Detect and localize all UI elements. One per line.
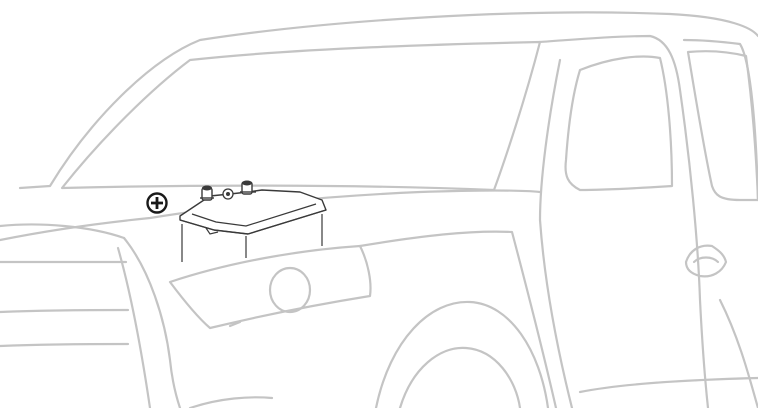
grille-line-3 <box>0 344 128 346</box>
door-front-edge <box>540 60 572 408</box>
windshield-frame <box>62 42 540 190</box>
fender-arch-inner <box>400 348 520 408</box>
side-window <box>566 57 672 191</box>
rocker-line <box>580 378 758 392</box>
a-pillar <box>540 36 708 408</box>
battery <box>180 181 326 263</box>
truck-outline <box>0 12 758 408</box>
vent-caps <box>223 189 233 199</box>
bumper-lower <box>190 397 272 408</box>
rear-lower <box>720 300 758 408</box>
fender-arch-outer <box>376 302 548 408</box>
negative-terminal <box>240 181 256 195</box>
positive-symbol-icon <box>148 194 167 213</box>
rear-window <box>688 51 758 200</box>
grille-side <box>124 238 180 408</box>
headlight-lens <box>270 268 310 312</box>
grille-line-2 <box>0 310 128 312</box>
roof-line <box>20 12 758 188</box>
positive-terminal <box>200 186 214 201</box>
door-handle <box>686 246 726 277</box>
front-fender <box>360 232 556 408</box>
